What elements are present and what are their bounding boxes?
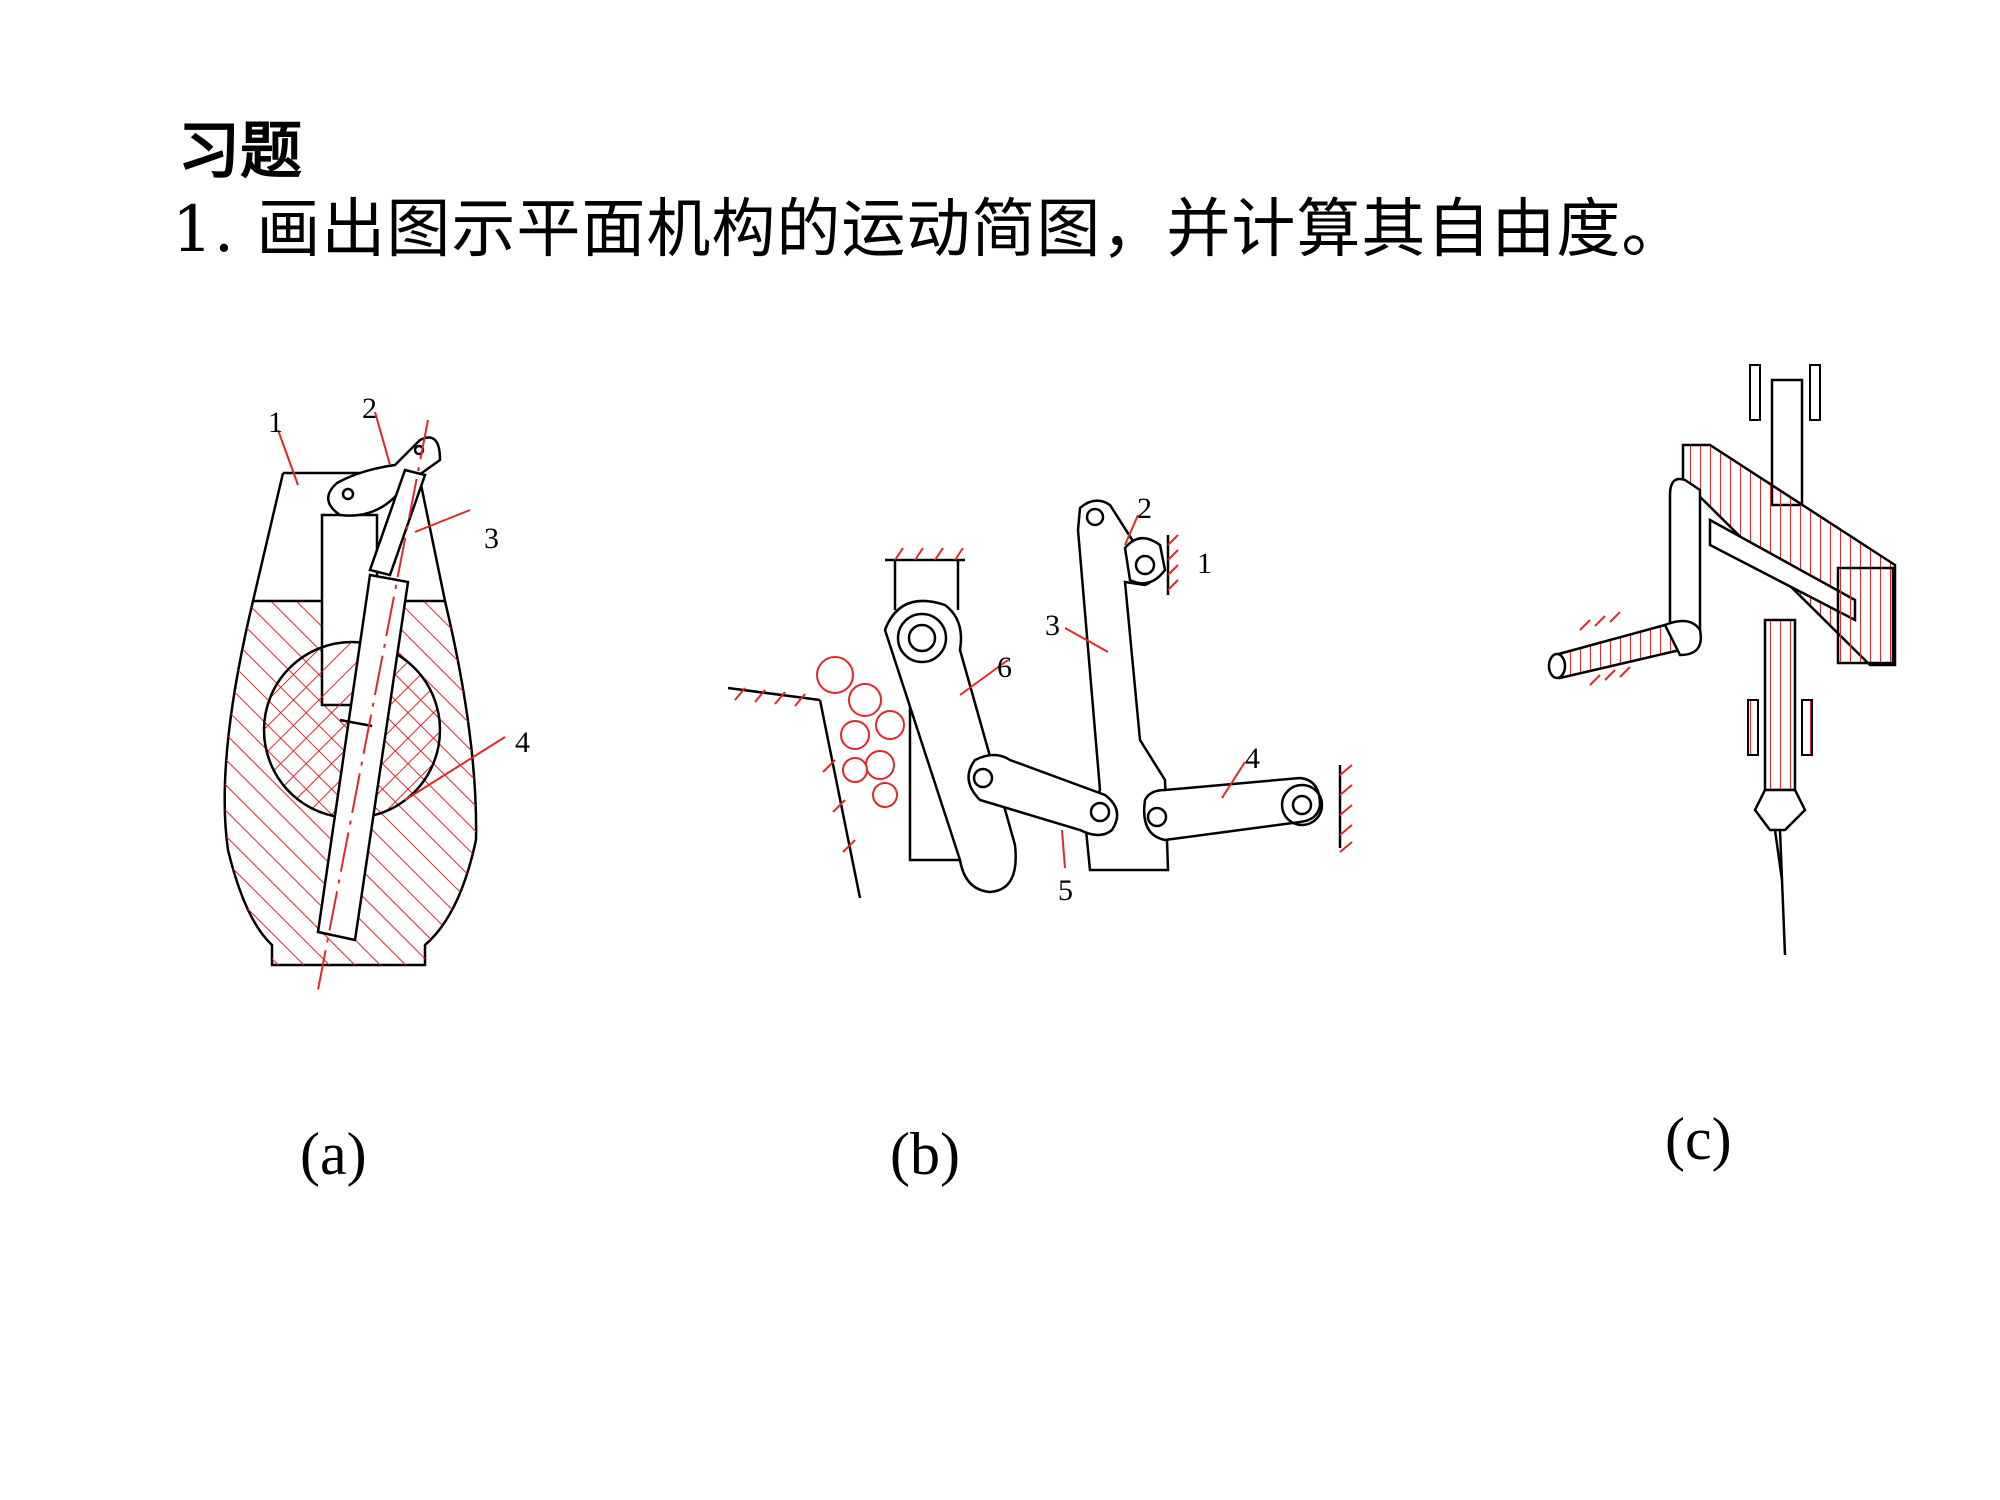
part-label: 1 <box>268 406 283 439</box>
figure-c-drawing <box>1547 364 1897 956</box>
figure-a-caption: (a) <box>300 1121 367 1187</box>
part-label: 3 <box>1045 609 1060 642</box>
figure-b-caption: (b) <box>890 1121 960 1187</box>
part-label: 5 <box>1058 874 1073 907</box>
part-label: 4 <box>1245 742 1260 775</box>
part-label: 3 <box>484 522 499 555</box>
part-label: 4 <box>515 726 530 759</box>
part-label: 1 <box>1197 547 1212 580</box>
part-label: 2 <box>362 392 377 425</box>
part-label: 2 <box>1137 492 1152 525</box>
question-text: 1. 画出图示平面机构的运动简图，并计算其自由度。 <box>172 193 1687 267</box>
figure-b-drawing: 1 2 3 4 5 6 <box>727 492 1353 907</box>
figure-c-caption: (c) <box>1665 1106 1732 1172</box>
figure-a-drawing: 1 2 3 4 <box>223 392 530 991</box>
part-label: 6 <box>997 651 1012 684</box>
exercise-heading: 习题 <box>178 114 303 187</box>
